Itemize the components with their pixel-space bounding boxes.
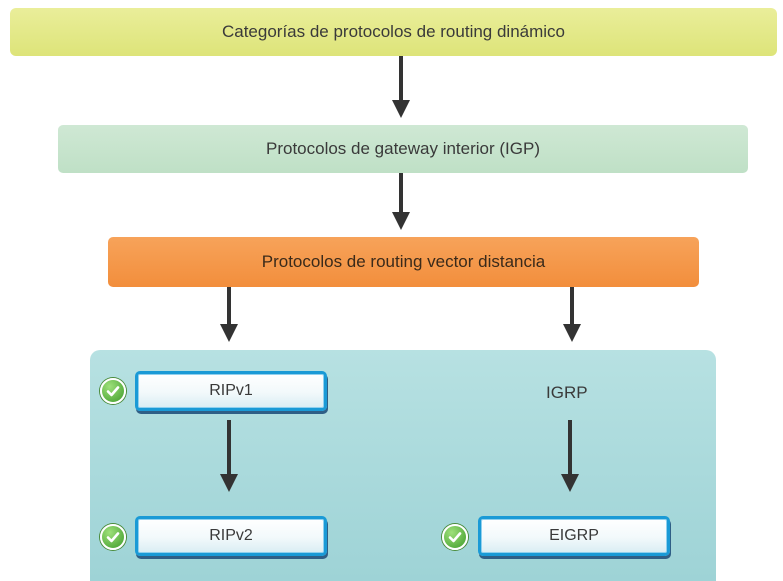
protocol-label-igrp: IGRP (546, 383, 588, 402)
igp-category-label: Protocolos de gateway interior (IGP) (265, 139, 540, 158)
distance-vector-category-bar: Protocolos de routing vector distancia (108, 237, 699, 287)
protocol-label-eigrp: EIGRP (549, 527, 599, 544)
arrow-down-icon (220, 420, 238, 492)
protocol-box-ripv1[interactable]: RIPv1 (135, 371, 327, 411)
arrow-down-icon (220, 287, 238, 342)
protocol-label-ripv2: RIPv2 (209, 527, 253, 544)
protocol-box-ripv2[interactable]: RIPv2 (135, 516, 327, 556)
arrow-down-icon (392, 56, 410, 118)
arrow-down-icon (561, 420, 579, 492)
diagram-title-label: Categorías de protocolos de routing diná… (221, 22, 566, 41)
protocol-box-eigrp[interactable]: EIGRP (478, 516, 670, 556)
check-circle-icon (100, 378, 126, 404)
arrow-down-icon (392, 173, 410, 230)
arrow-down-icon (563, 287, 581, 342)
check-circle-icon (442, 524, 468, 550)
diagram-title-bar: Categorías de protocolos de routing diná… (10, 8, 777, 56)
protocol-label-ripv1: RIPv1 (209, 382, 253, 399)
check-circle-icon (100, 524, 126, 550)
igp-category-bar: Protocolos de gateway interior (IGP) (58, 125, 748, 173)
distance-vector-category-label: Protocolos de routing vector distancia (261, 252, 546, 271)
